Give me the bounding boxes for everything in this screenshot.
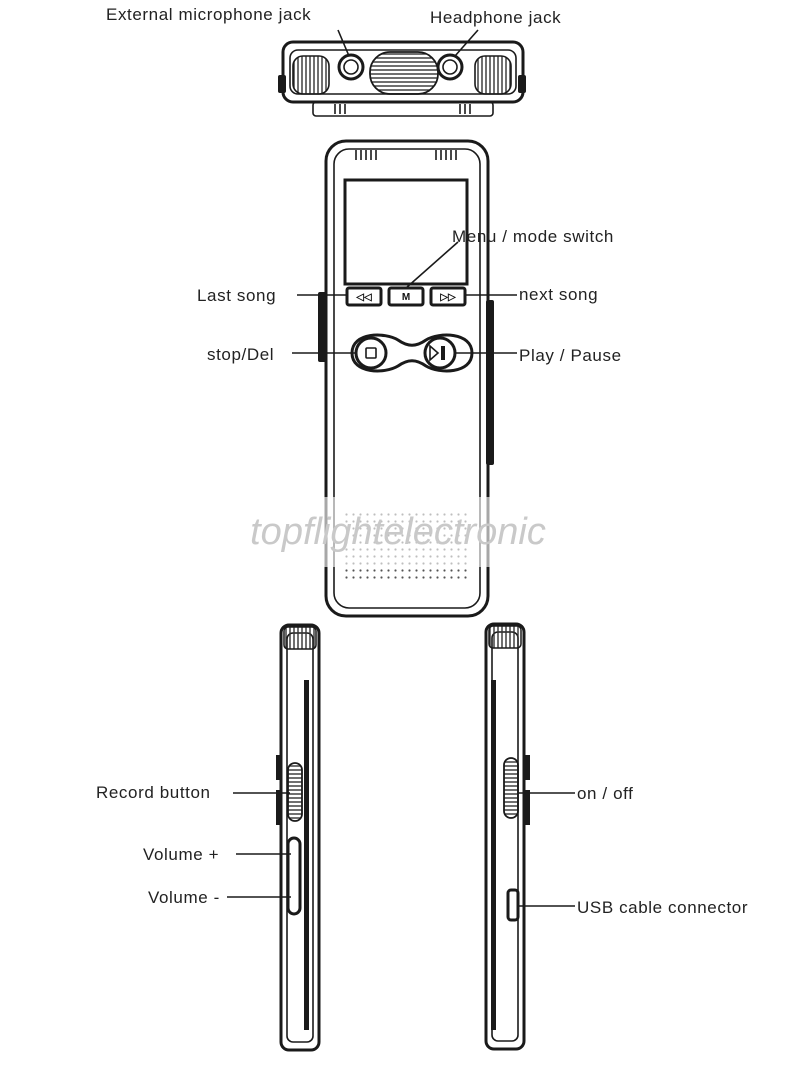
label-next-song: next song [519,285,598,304]
label-on-off: on / off [577,784,633,803]
label-headphone-jack: Headphone jack [430,8,561,27]
label-last-song: Last song [197,286,276,305]
top-slots [355,150,457,160]
last-song-button[interactable] [345,286,383,307]
stop-icon [365,347,377,359]
top-view [278,29,526,117]
usb-port[interactable] [506,888,520,922]
next-song-glyph: ▷▷ [439,292,457,303]
watermark-band [170,497,627,567]
display-screen [343,178,469,286]
menu-glyph: M [402,292,410,303]
record-button[interactable] [287,762,303,822]
watermark: topflightelectronic [250,511,546,553]
right-side-view [484,622,575,1051]
volume-rocker[interactable] [286,836,302,916]
last-song-glyph: ◁◁ [355,292,372,303]
label-menu-mode-switch: Menu / mode switch [452,227,614,246]
power-switch[interactable] [503,757,519,819]
label-volume-minus: Volume - [148,888,220,907]
next-song-button[interactable] [429,286,467,307]
label-usb-connector: USB cable connector [577,898,748,917]
headphone-jack[interactable] [436,53,464,81]
left-side-view [227,623,321,1052]
play-icon [429,344,440,362]
external-mic-jack[interactable] [337,53,365,81]
label-play-pause: Play / Pause [519,346,622,365]
label-stop-del: stop/Del [207,345,274,364]
label-volume-plus: Volume + [143,845,219,864]
label-record-button: Record button [96,783,211,802]
label-external-mic-jack: External microphone jack [106,5,311,24]
stop-del-button[interactable] [354,336,388,370]
